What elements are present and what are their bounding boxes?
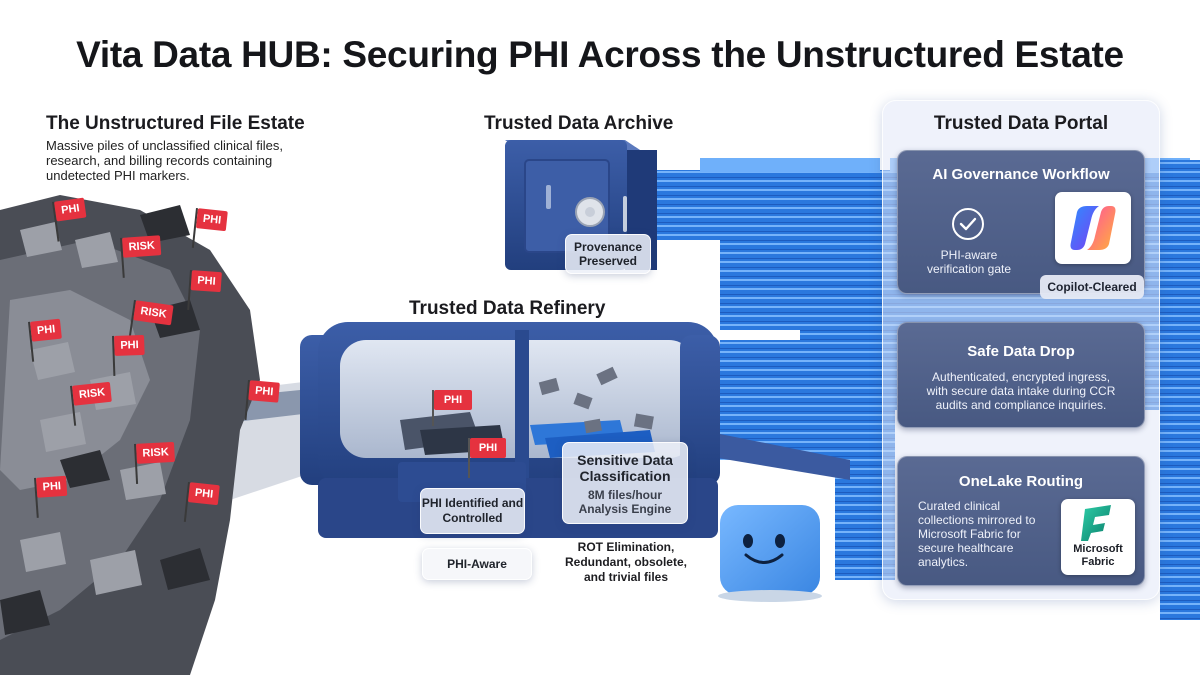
onelake-title: OneLake Routing <box>958 473 1084 490</box>
onelake-text: Curated clinical collections mirrored to… <box>918 499 1036 569</box>
archive-heading: Trusted Data Archive <box>484 113 674 134</box>
flag-label: PHI <box>470 438 506 458</box>
copilot-logo-icon <box>1055 192 1131 264</box>
classification-card: Sensitive Data Classification 8M files/h… <box>562 442 688 524</box>
flag-label: PHI <box>53 197 87 222</box>
smiling-cube-icon <box>718 505 822 602</box>
flag-label: RISK <box>121 235 162 258</box>
drop-text: Authenticated, encrypted ingress, with s… <box>926 370 1116 412</box>
flag-label: PHI <box>29 318 63 342</box>
ai-governance-card: AI Governance Workflow PHI-aware verific… <box>897 150 1145 299</box>
refinery-heading: Trusted Data Refinery <box>409 298 606 319</box>
phi-identified-badge: PHI Identified and Controlled <box>420 488 525 534</box>
rot-caption: ROT Elimination, Redundant, obsolete, an… <box>564 540 687 584</box>
grey-file-pile <box>0 195 260 675</box>
estate-description: Massive piles of unclassified clinical f… <box>46 138 283 183</box>
classification-subtitle: 8M files/hour Analysis Engine <box>578 488 672 516</box>
flag-label: RISK <box>71 381 113 406</box>
classification-title: Sensitive Data Classification <box>577 452 673 484</box>
provenance-badge: Provenance Preserved <box>565 234 651 274</box>
phi-aware-label: PHI-Aware <box>422 548 532 580</box>
fabric-logo-icon: Microsoft Fabric <box>1061 499 1135 575</box>
flag-label: PHI <box>434 390 472 410</box>
flag-label: PHI <box>35 475 68 498</box>
flag-label: PHI <box>187 482 221 506</box>
copilot-cleared-badge: Copilot-Cleared <box>1040 275 1144 299</box>
flag-label: PHI <box>190 270 223 293</box>
estate-heading: The Unstructured File Estate <box>46 113 305 134</box>
governance-gate-text: PHI-aware verification gate <box>926 248 1012 276</box>
governance-title: AI Governance Workflow <box>932 166 1110 183</box>
drop-title: Safe Data Drop <box>967 343 1075 360</box>
page-title: Vita Data HUB: Securing PHI Across the U… <box>76 34 1124 75</box>
file-stacks-right <box>720 160 1200 620</box>
flag-label: PHI <box>248 380 281 403</box>
safe-data-drop-card: Safe Data Drop Authenticated, encrypted … <box>897 322 1145 428</box>
onelake-routing-card: OneLake Routing Curated clinical collect… <box>897 456 1145 586</box>
flag-label: PHI <box>195 208 229 232</box>
flag-label: PHI <box>113 334 146 356</box>
check-circle-icon <box>952 208 984 240</box>
portal-heading: Trusted Data Portal <box>933 113 1109 134</box>
fabric-logo-text: Microsoft Fabric <box>1073 543 1123 568</box>
flag-label: RISK <box>135 441 176 464</box>
